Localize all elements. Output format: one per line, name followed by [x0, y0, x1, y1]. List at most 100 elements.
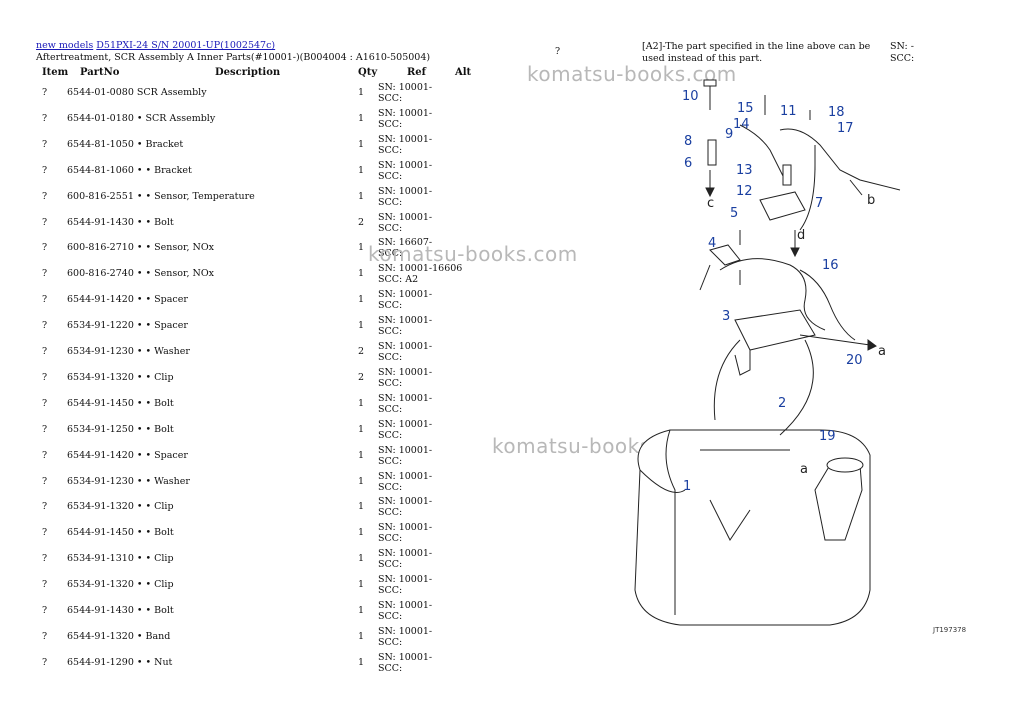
row-ref-sn: SN: 10001-: [378, 211, 433, 223]
row-qty: 1: [358, 501, 365, 513]
row-ref-scc: SCC:: [378, 611, 403, 622]
callout-10: 10: [682, 89, 699, 104]
row-part: 6534-91-1320 • • Clip: [67, 371, 174, 383]
callout-14: 14: [733, 117, 750, 132]
col-description: Description: [215, 67, 281, 78]
col-item: Item: [42, 67, 69, 78]
callout-3: 3: [722, 309, 730, 324]
row-ref-sn: SN: 16607-: [378, 237, 433, 249]
row-item: ?: [42, 475, 48, 487]
callout-4: 4: [708, 236, 716, 251]
row-ref-sn: SN: 10001-: [378, 600, 433, 611]
row-part: 6544-91-1450 • • Bolt: [67, 397, 174, 409]
row-ref-sn: SN: 10001-: [378, 651, 433, 663]
row-ref: SN: 10001-SCC:: [378, 626, 432, 648]
row-part: 6544-01-0080 SCR Assembly: [67, 87, 207, 98]
row-ref-scc: SCC:: [378, 248, 403, 260]
diagram-code: JT197378: [932, 626, 966, 634]
callout-15: 15: [737, 101, 754, 116]
row-ref-sn: SN: 10001-: [378, 289, 433, 301]
row-qty: 1: [358, 294, 365, 306]
row-item: ?: [42, 553, 48, 565]
row-ref: SN: 10001-SCC:: [378, 341, 432, 363]
callout-9: 9: [725, 127, 733, 142]
letter-d: d: [797, 228, 805, 243]
table-row: ? 6544-91-1420 • • Spacer 1 SN: 10001-SCC:: [0, 289, 470, 320]
watermark: komatsu-books.com: [527, 62, 737, 86]
row-qty: 1: [358, 164, 365, 176]
callout-8: 8: [684, 134, 692, 149]
row-part: 6534-91-1310 • • Clip: [67, 553, 174, 565]
row-part: 600-816-2710 • • Sensor, NOx: [67, 242, 214, 254]
row-qty: 1: [358, 268, 365, 280]
row-ref: SN: 16607-SCC:: [378, 237, 432, 259]
callout-18: 18: [828, 105, 845, 120]
row-item: ?: [42, 164, 48, 176]
row-ref-sn: SN: 10001-: [378, 522, 433, 534]
row-ref-scc: SCC:: [378, 403, 403, 415]
row-qty: 1: [358, 475, 365, 487]
row-ref: SN: 10001-SCC:: [378, 496, 432, 518]
row-part: 6534-91-1230 • • Washer: [67, 475, 190, 487]
breadcrumb-link-new-models[interactable]: new models: [36, 40, 94, 51]
callout-6: 6: [684, 156, 692, 171]
row-ref-sn: SN: 10001-: [378, 366, 433, 378]
sn-label: SN: -: [890, 41, 914, 52]
row-part: 6544-91-1420 • • Spacer: [67, 294, 188, 306]
row-ref-scc: SCC:: [378, 662, 403, 674]
row-part: 6534-91-1220 • • Spacer: [67, 320, 188, 332]
callout-7: 7: [815, 196, 823, 211]
row-qty: 1: [358, 242, 365, 254]
callout-16: 16: [822, 258, 839, 273]
row-part: 6544-91-1320 • Band: [67, 630, 171, 642]
row-ref: SN: 10001-SCC:: [378, 522, 432, 544]
row-qty: 1: [358, 138, 365, 150]
row-item: ?: [42, 190, 48, 202]
row-part: 6544-91-1290 • • Nut: [67, 656, 173, 668]
row-part: 6544-91-1450 • • Bolt: [67, 527, 174, 539]
row-ref-sn: SN: 10001-: [378, 133, 433, 145]
row-item: ?: [42, 216, 48, 228]
row-item: ?: [42, 579, 48, 591]
row-qty: 1: [358, 449, 365, 461]
note-line-2: used instead of this part.: [642, 53, 763, 64]
row-ref-scc: SCC:: [378, 300, 403, 312]
row-ref-scc: SCC:: [378, 170, 403, 182]
breadcrumb-link-model[interactable]: D51PXI-24 S/N 20001-UP(1002547c): [96, 40, 276, 51]
row-ref-scc: SCC:: [378, 533, 403, 545]
row-ref-scc: SCC:: [378, 429, 403, 441]
row-qty: 1: [358, 190, 365, 202]
row-qty: 2: [358, 371, 365, 383]
row-item: ?: [42, 294, 48, 306]
row-part: 6544-91-1430 • • Bolt: [67, 605, 174, 616]
row-qty: 1: [358, 630, 365, 642]
row-ref: SN: 10001-SCC:: [378, 393, 432, 415]
callout-5: 5: [730, 206, 738, 221]
row-ref-sn: SN: 10001-: [378, 82, 433, 93]
letter-a: a: [878, 344, 886, 359]
letter-c: c: [707, 196, 714, 211]
row-ref-sn: SN: 10001-: [378, 548, 433, 560]
row-item: ?: [42, 138, 48, 150]
row-qty: 2: [358, 346, 365, 357]
row-item: ?: [42, 423, 48, 435]
callout-20: 20: [846, 353, 863, 368]
row-ref-scc: SCC:: [378, 481, 403, 493]
row-ref-scc: SCC:: [378, 352, 403, 363]
row-ref: SN: 10001-SCC:: [378, 315, 432, 337]
